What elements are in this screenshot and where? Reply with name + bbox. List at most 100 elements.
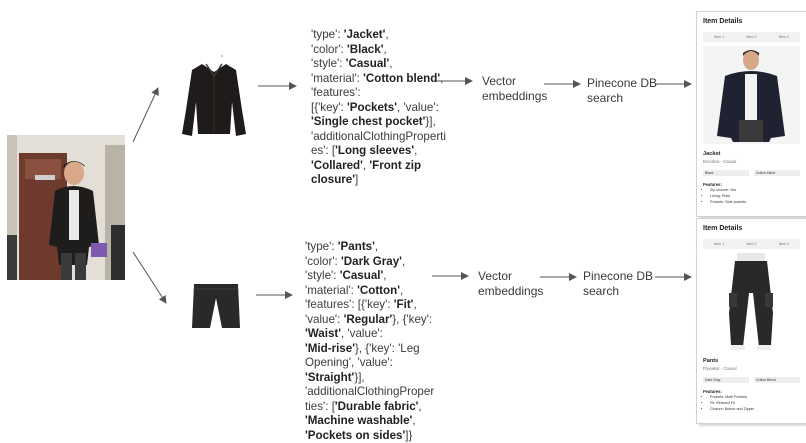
panel-title: Item Details bbox=[703, 225, 743, 232]
pinecone-search-label-bottom: Pinecone DB search bbox=[583, 269, 654, 298]
features-list: Pockets: Multi Pockets Fit: Relaxed Fit … bbox=[706, 395, 754, 412]
pants-attr-run: 'Casual' bbox=[339, 269, 384, 282]
jacket-attr-run: 'Cotton blend' bbox=[363, 71, 441, 85]
jacket-attr-run: 'Single chest pocket' bbox=[311, 115, 426, 128]
extracted-pants-image bbox=[190, 280, 242, 332]
jacket-attr-run: , bbox=[385, 28, 389, 41]
pants-attr-run: Opening', 'value': bbox=[305, 356, 393, 369]
jacket-attr-run: 'Black' bbox=[347, 42, 384, 56]
jacket-attr-run: }], bbox=[425, 115, 436, 128]
jacket-attr-run: 'material': bbox=[311, 71, 364, 85]
features-heading: Features: bbox=[703, 389, 722, 394]
pants-attr-run: 'Durable fabric' bbox=[334, 399, 419, 413]
jacket-attr-run: 'Pockets' bbox=[347, 100, 397, 114]
color-chip: Dark Gray bbox=[703, 377, 749, 383]
feature-item: Fit: Relaxed Fit bbox=[710, 401, 754, 407]
pants-attr-run: 'Straight' bbox=[305, 370, 355, 384]
tab-item-2[interactable]: Item 2 bbox=[746, 242, 757, 246]
pants-attr-run: }, {'key': bbox=[392, 312, 433, 326]
pants-attr-run: 'Machine washable' bbox=[305, 414, 413, 427]
pants-attr-run: 'type': bbox=[305, 240, 338, 253]
pants-attr-run: 'material': bbox=[305, 283, 358, 297]
pants-attr-run: , bbox=[413, 298, 417, 311]
tab-item-1[interactable]: Item 1 bbox=[714, 35, 725, 39]
pants-attr-run: 'features': [{'key': bbox=[305, 298, 394, 311]
product-brand-style: Flywakor - Casual bbox=[703, 366, 737, 371]
pants-attr-run: 'Waist' bbox=[305, 327, 342, 340]
pinecone-search-label-top: Pinecone DB search bbox=[587, 76, 658, 105]
pants-attr-run: 'Regular' bbox=[343, 312, 393, 326]
pants-attr-run: 'additionalClothingProper bbox=[305, 385, 435, 398]
pants-attr-run: 'style': bbox=[305, 269, 340, 282]
tab-item-2[interactable]: Item 2 bbox=[746, 35, 757, 39]
feature-item: Zip closure: Yes bbox=[710, 188, 746, 194]
jacket-attr-run: 'Collared' bbox=[311, 158, 363, 172]
feature-item: Lining: Plaid bbox=[710, 194, 746, 200]
jacket-attr-run: 'Long sleeves' bbox=[335, 144, 415, 157]
material-chip: Cotton Blend bbox=[754, 377, 800, 383]
features-heading: Features: bbox=[703, 182, 722, 187]
vector-embeddings-label-bottom: Vector embeddings bbox=[478, 269, 544, 298]
tab-item-3[interactable]: Item 3 bbox=[778, 35, 789, 39]
pants-attr-run: , bbox=[374, 240, 379, 253]
jacket-attr-run: 'style': bbox=[311, 57, 346, 70]
product-image-jacket bbox=[703, 46, 800, 144]
jacket-attr-run: , bbox=[440, 71, 444, 85]
pants-attr-run: 'Pants' bbox=[337, 240, 375, 253]
product-image-pants bbox=[703, 253, 800, 351]
item-tabs: Item 1 Item 2 Item 3 bbox=[703, 32, 800, 42]
vector-embeddings-label-top: Vector embeddings bbox=[482, 74, 548, 103]
jacket-attr-run: , bbox=[362, 158, 370, 172]
panel-title: Item Details bbox=[703, 18, 743, 25]
jacket-attr-run: , bbox=[389, 57, 393, 70]
result-panel-jacket: Item Details Item 1 Item 2 Item 3 Jacket… bbox=[697, 12, 806, 216]
pants-attr-run: ties': [ bbox=[305, 399, 335, 413]
jacket-attr-run: 'Jacket' bbox=[343, 28, 386, 41]
pants-attr-run: , 'value': bbox=[341, 327, 383, 340]
feature-item: Pockets: Side pockets bbox=[710, 200, 746, 206]
color-chip: Black bbox=[703, 170, 749, 176]
tab-item-3[interactable]: Item 3 bbox=[778, 242, 789, 246]
input-photo bbox=[7, 135, 125, 280]
jacket-attr-run: es': [ bbox=[311, 144, 336, 157]
jacket-attr-run: 'features': bbox=[311, 86, 361, 99]
pants-attr-run: }], bbox=[354, 370, 365, 384]
jacket-attributes: 'type': 'Jacket', 'color': 'Black', 'style… bbox=[311, 28, 451, 188]
jacket-attr-run: closure' bbox=[311, 173, 355, 186]
pants-attr-run: }, {'key': 'Leg bbox=[354, 341, 420, 355]
jacket-attr-run: 'additionalClothingProperti bbox=[311, 129, 446, 143]
arrow-photo-to-jacket bbox=[132, 87, 159, 143]
pants-attr-run: , bbox=[399, 283, 404, 297]
pants-attr-run: 'color': bbox=[305, 254, 341, 268]
pants-attr-run: , bbox=[383, 269, 387, 282]
pants-attributes: 'type': 'Pants', 'color': 'Dark Gray', 'st… bbox=[305, 240, 440, 443]
tab-item-1[interactable]: Item 1 bbox=[714, 242, 725, 246]
extracted-jacket-image bbox=[176, 50, 252, 138]
jacket-attr-run: [{'key': bbox=[311, 100, 348, 114]
pants-attr-run: 'Pockets on sides' bbox=[305, 428, 406, 442]
pants-attr-run: ]} bbox=[405, 428, 413, 442]
pants-attr-run: , bbox=[401, 254, 406, 268]
product-brand-style: Bonobos - Casual bbox=[703, 159, 737, 164]
jacket-attr-run: , bbox=[414, 144, 418, 157]
material-chip: Cotton blend bbox=[754, 170, 800, 176]
pants-attr-run: 'Mid-rise' bbox=[305, 341, 355, 355]
features-list: Zip closure: Yes Lining: Plaid Pockets: … bbox=[706, 188, 746, 205]
arrow-photo-to-pants bbox=[132, 251, 167, 304]
jacket-attr-run: ] bbox=[355, 173, 359, 186]
jacket-attr-run: 'Front zip bbox=[369, 158, 422, 172]
pants-attr-run: , bbox=[412, 414, 416, 427]
pants-attr-run: 'Cotton' bbox=[357, 283, 400, 297]
jacket-attr-run: 'color': bbox=[311, 42, 347, 56]
jacket-attr-run: 'Casual' bbox=[345, 57, 390, 70]
product-name: Jacket bbox=[703, 151, 721, 157]
jacket-attr-run: 'type': bbox=[311, 28, 344, 41]
jacket-attr-run: , bbox=[383, 42, 387, 56]
result-panel-pants: Item Details Item 1 Item 2 Item 3 Pants … bbox=[697, 219, 806, 423]
feature-item: Pockets: Multi Pockets bbox=[710, 395, 754, 401]
jacket-attr-run: , 'value': bbox=[397, 100, 439, 114]
pants-attr-run: 'value': bbox=[305, 312, 344, 326]
pants-attr-run: 'Dark Gray' bbox=[341, 254, 402, 268]
feature-item: Closure: Button and Zipper bbox=[710, 407, 754, 413]
